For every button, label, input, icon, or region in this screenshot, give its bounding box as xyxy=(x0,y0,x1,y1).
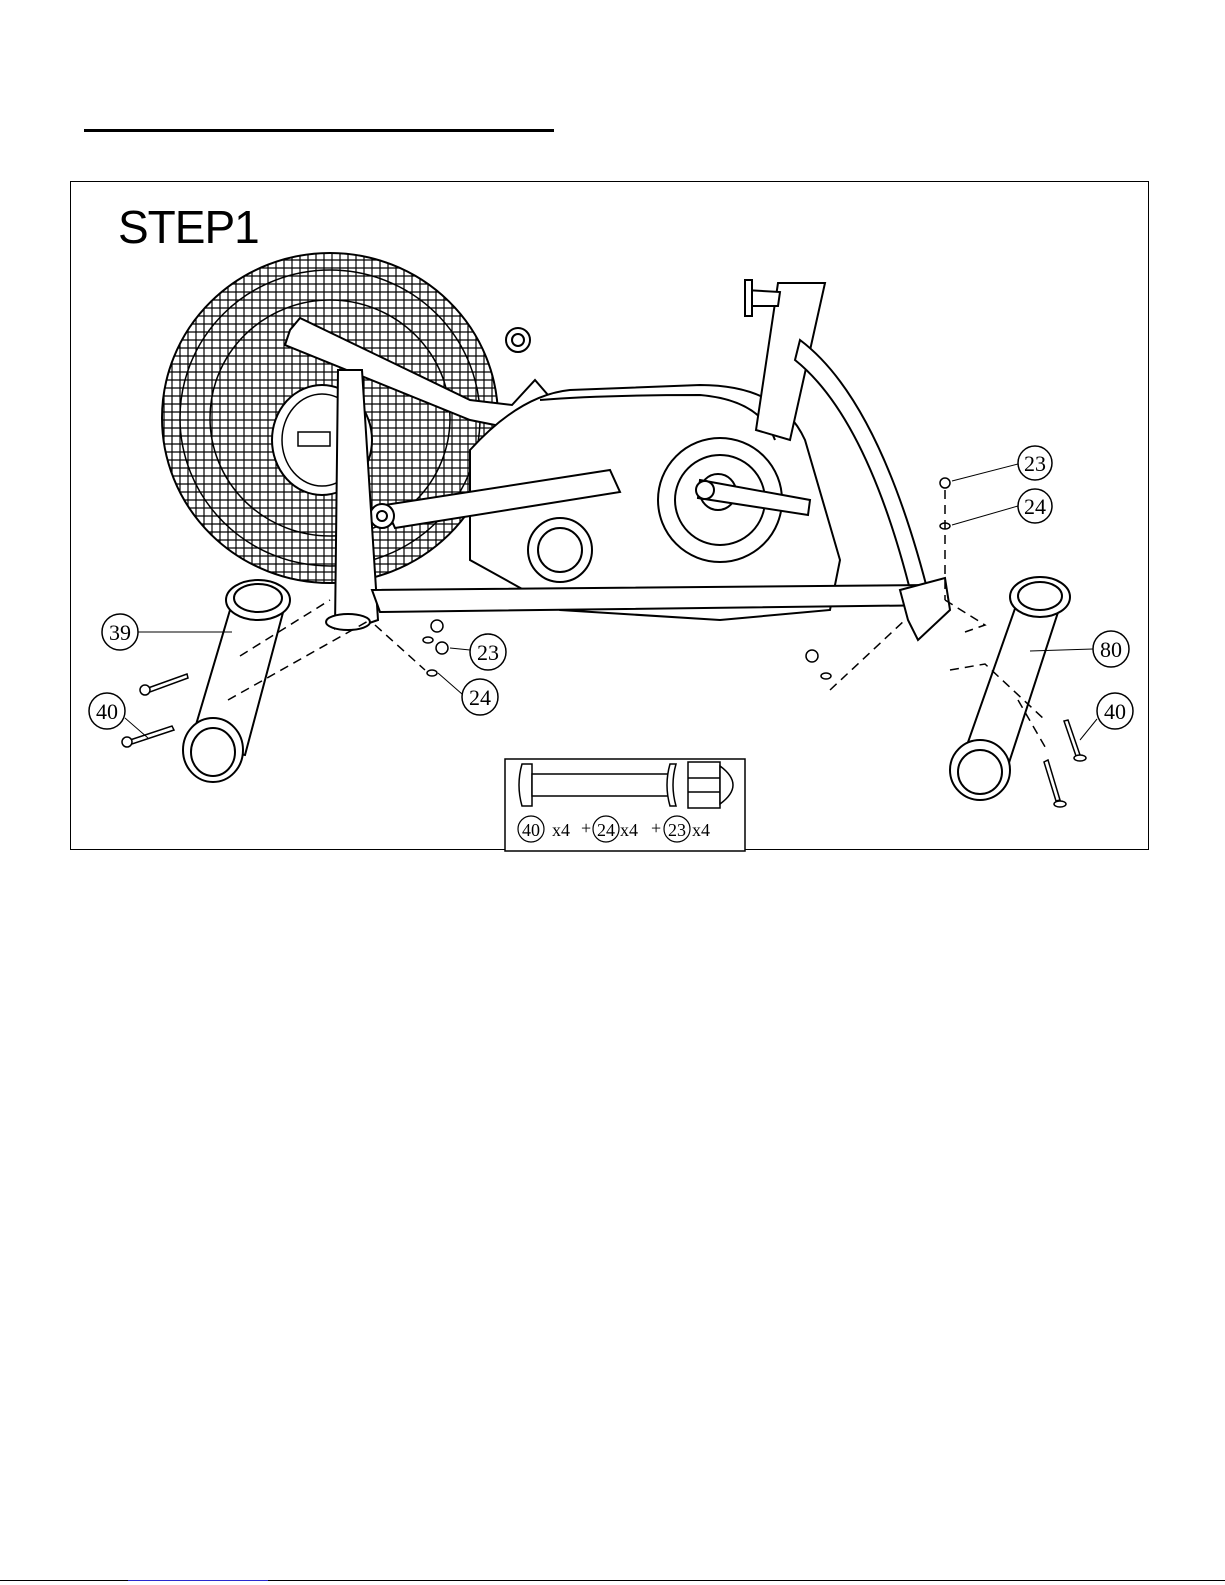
svg-text:40: 40 xyxy=(1104,699,1126,724)
hardware-item-23: 23 x4 xyxy=(664,816,710,842)
footer-link-underline xyxy=(128,1580,268,1581)
svg-text:80: 80 xyxy=(1100,637,1122,662)
callout-40-right: 40 xyxy=(1097,693,1133,729)
svg-text:24: 24 xyxy=(469,685,491,710)
plus-sign: + xyxy=(581,818,591,838)
callout-24-upper: 24 xyxy=(1018,489,1052,523)
svg-text:x4: x4 xyxy=(692,820,710,840)
rear-stabilizer xyxy=(950,577,1070,800)
svg-text:24: 24 xyxy=(1024,494,1046,519)
fan-wheel xyxy=(162,253,498,583)
svg-text:23: 23 xyxy=(1024,451,1046,476)
svg-text:39: 39 xyxy=(109,620,131,645)
callout-23-lower: 23 xyxy=(470,634,506,670)
hardware-kit-box: 40 x4 + 24 x4 + 23 x4 xyxy=(505,759,745,851)
plus-sign: + xyxy=(651,818,661,838)
footer-rule xyxy=(268,1580,1225,1581)
callout-24-lower: 24 xyxy=(462,679,498,715)
callout-23-upper: 23 xyxy=(1018,446,1052,480)
svg-text:40: 40 xyxy=(522,820,540,840)
svg-text:x4: x4 xyxy=(620,820,638,840)
callout-40-left: 40 xyxy=(89,693,125,729)
front-stabilizer xyxy=(183,580,290,782)
svg-text:x4: x4 xyxy=(552,820,570,840)
base-rail xyxy=(372,578,950,640)
svg-text:24: 24 xyxy=(597,820,615,840)
callout-80: 80 xyxy=(1093,631,1129,667)
callout-39: 39 xyxy=(102,614,138,650)
svg-text:40: 40 xyxy=(96,699,118,724)
svg-text:23: 23 xyxy=(477,640,499,665)
svg-text:23: 23 xyxy=(668,820,686,840)
hardware-item-24: 24 x4 xyxy=(593,816,638,842)
footer-rule xyxy=(0,1580,128,1581)
